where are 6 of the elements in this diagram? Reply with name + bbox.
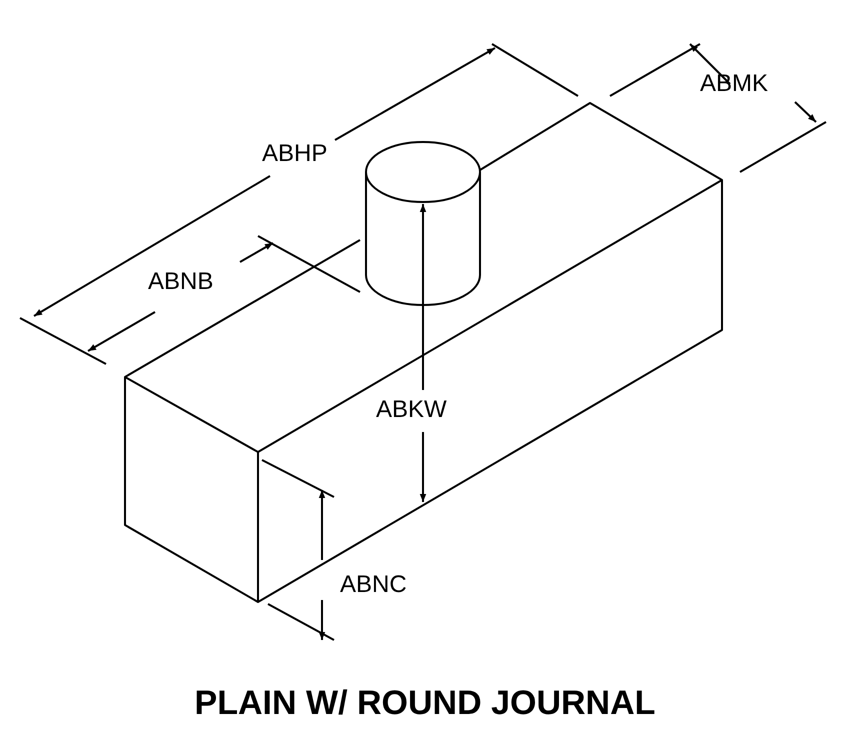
dimension-label: ABNB [148, 270, 214, 294]
dimension-label: ABMK [700, 72, 768, 96]
dimension-label: ABKW [376, 398, 447, 422]
caption: PLAIN W/ ROUND JOURNAL [194, 684, 656, 723]
dimension-label: ABHP [262, 142, 328, 166]
dimension-label: ABNC [340, 573, 407, 597]
